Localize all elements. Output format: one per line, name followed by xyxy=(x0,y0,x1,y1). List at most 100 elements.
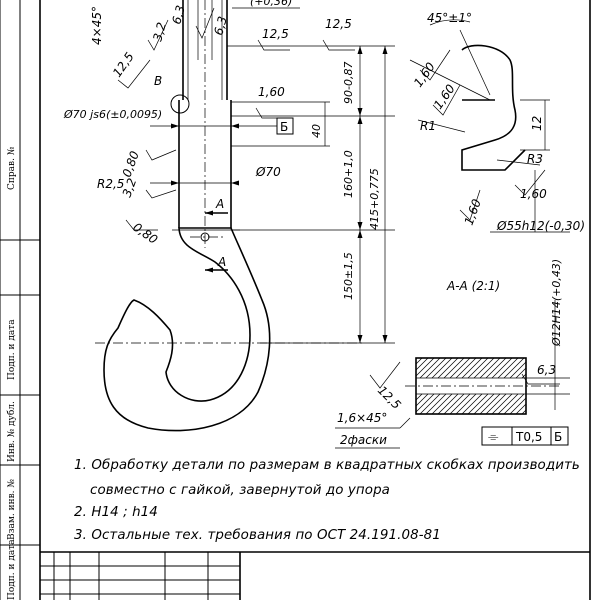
label-v: В xyxy=(154,74,162,88)
dim-chamfer-top: 4×45° xyxy=(90,6,104,45)
hatch-line xyxy=(461,357,483,379)
dim-chamfer-bot: 1,6×45° xyxy=(337,411,387,425)
hatch-line xyxy=(491,357,513,379)
title-block xyxy=(40,551,590,600)
hatch-line xyxy=(431,393,453,415)
hatch-line xyxy=(479,393,501,415)
section-mark-a1: А xyxy=(215,197,224,211)
detail-r160-b: 1,60 xyxy=(431,82,458,112)
dim-r32-b: 3,2 xyxy=(120,176,140,199)
hatch-line xyxy=(425,393,447,415)
hatch-line xyxy=(455,393,477,415)
detail-12: 12 xyxy=(530,116,544,131)
dim-r63-b: 6,3 xyxy=(211,15,229,37)
dim-r25: R2,5 xyxy=(97,177,124,191)
detail-r1: R1 xyxy=(420,119,436,133)
section-a-a xyxy=(369,300,570,446)
section-hatching xyxy=(415,357,527,415)
hatch-line xyxy=(415,357,429,371)
detail-r160-d: 1,60 xyxy=(462,197,484,227)
hatch-line xyxy=(479,357,501,379)
dim-r32-a: 3,2 xyxy=(150,21,168,43)
hatch-line xyxy=(419,393,441,415)
dim-r125-b: 12,5 xyxy=(262,27,289,41)
hatch-line xyxy=(415,393,423,401)
note-line-3: 2. H14 ; h14 xyxy=(74,505,158,520)
dim-415: 415+0,775 xyxy=(368,168,381,230)
hatch-line xyxy=(415,357,423,365)
dimension-labels: 4×45° 3,2 6,3 (+0,36) 6,3 12,5 12,5 12,5… xyxy=(63,0,585,447)
hatch-line xyxy=(515,367,527,379)
detail-angle: 45°±1° xyxy=(427,11,472,25)
hatch-line xyxy=(443,393,465,415)
hatch-line xyxy=(431,357,453,379)
left-strip-labels: Справ. № Подп. и дата Инв. № дубл. Взам.… xyxy=(6,147,17,600)
section-title: А-А (2:1) xyxy=(446,279,500,293)
detail-d55: Ø55h12(-0,30) xyxy=(496,219,585,233)
hatch-line xyxy=(521,373,527,379)
hatch-line xyxy=(485,357,507,379)
dim-d70: Ø70 xyxy=(255,165,281,179)
detail-r3: R3 xyxy=(527,152,543,166)
dim-d70js6: Ø70 js6(±0,0095) xyxy=(63,108,162,121)
dim-r080: 0,80 xyxy=(120,149,142,179)
datum-b: Б xyxy=(280,120,288,134)
section-r125: 12,5 xyxy=(375,383,404,412)
hatch-line xyxy=(415,393,429,407)
hatch-line xyxy=(419,357,441,379)
note-line-2: совместно с гайкой, завернутой до упора xyxy=(90,483,390,498)
hatch-line xyxy=(461,393,483,415)
detail-view xyxy=(409,19,570,233)
tol-symbol: ⌯ xyxy=(488,430,499,445)
dim-r63-a: 6,3 xyxy=(169,4,187,26)
hatch-line xyxy=(473,357,495,379)
hook-main-view xyxy=(95,0,411,449)
hatch-line xyxy=(497,393,519,415)
strip-label-vzam: Взам. инв. № xyxy=(7,479,17,540)
dim-40: 40 xyxy=(310,124,323,138)
strip-label-inv-dubl: Инв. № дубл. xyxy=(6,401,17,462)
detail-r160-c: 1,60 xyxy=(520,187,547,201)
hatch-line xyxy=(509,361,527,379)
tol-datum: Б xyxy=(554,430,562,444)
dim-tol-top: (+0,36) xyxy=(250,0,292,8)
dim-90: 90-0,87 xyxy=(342,62,355,104)
hatch-line xyxy=(485,393,507,415)
hatch-line xyxy=(467,393,489,415)
dim-160: 160+1,0 xyxy=(342,150,355,198)
dim-chamfers-2: 2фаски xyxy=(340,433,387,447)
hatch-line xyxy=(449,393,471,415)
hatch-line xyxy=(449,357,471,379)
section-mark-a2: А xyxy=(217,255,226,269)
section-d12: Ø12H14(+0,43) xyxy=(550,259,563,347)
strip-label-podp: Подп. и дата xyxy=(7,319,17,380)
hatch-line xyxy=(509,397,527,415)
hatch-line xyxy=(415,393,435,413)
hatch-line xyxy=(425,357,447,379)
hatch-line xyxy=(455,357,477,379)
section-r63: 6,3 xyxy=(537,363,556,377)
hatch-line xyxy=(415,357,435,377)
hatch-line xyxy=(515,403,527,415)
strip-label-podp2: Подп. и дата xyxy=(7,539,17,600)
hatch-line xyxy=(437,393,459,415)
hatch-line xyxy=(503,393,525,415)
dim-r125-top: 12,5 xyxy=(325,17,352,31)
hatch-line xyxy=(491,393,513,415)
hatch-line xyxy=(473,393,495,415)
hatch-line xyxy=(443,357,465,379)
note-line-1: 1. Обработку детали по размерам в квадра… xyxy=(74,458,580,473)
strip-label-sprav: Справ. № xyxy=(7,147,17,190)
hatch-line xyxy=(503,357,525,379)
tol-value: T0,5 xyxy=(515,430,542,444)
note-line-4: 3. Остальные тех. требования по ОСТ 24.1… xyxy=(74,528,441,543)
dim-r080-b: 0,80 xyxy=(130,220,160,247)
hatch-line xyxy=(521,409,527,415)
dim-150: 150±1,5 xyxy=(342,252,355,300)
hatch-line xyxy=(467,357,489,379)
dim-r160-a: 1,60 xyxy=(258,85,285,99)
hatch-line xyxy=(437,357,459,379)
hatch-line xyxy=(497,357,519,379)
